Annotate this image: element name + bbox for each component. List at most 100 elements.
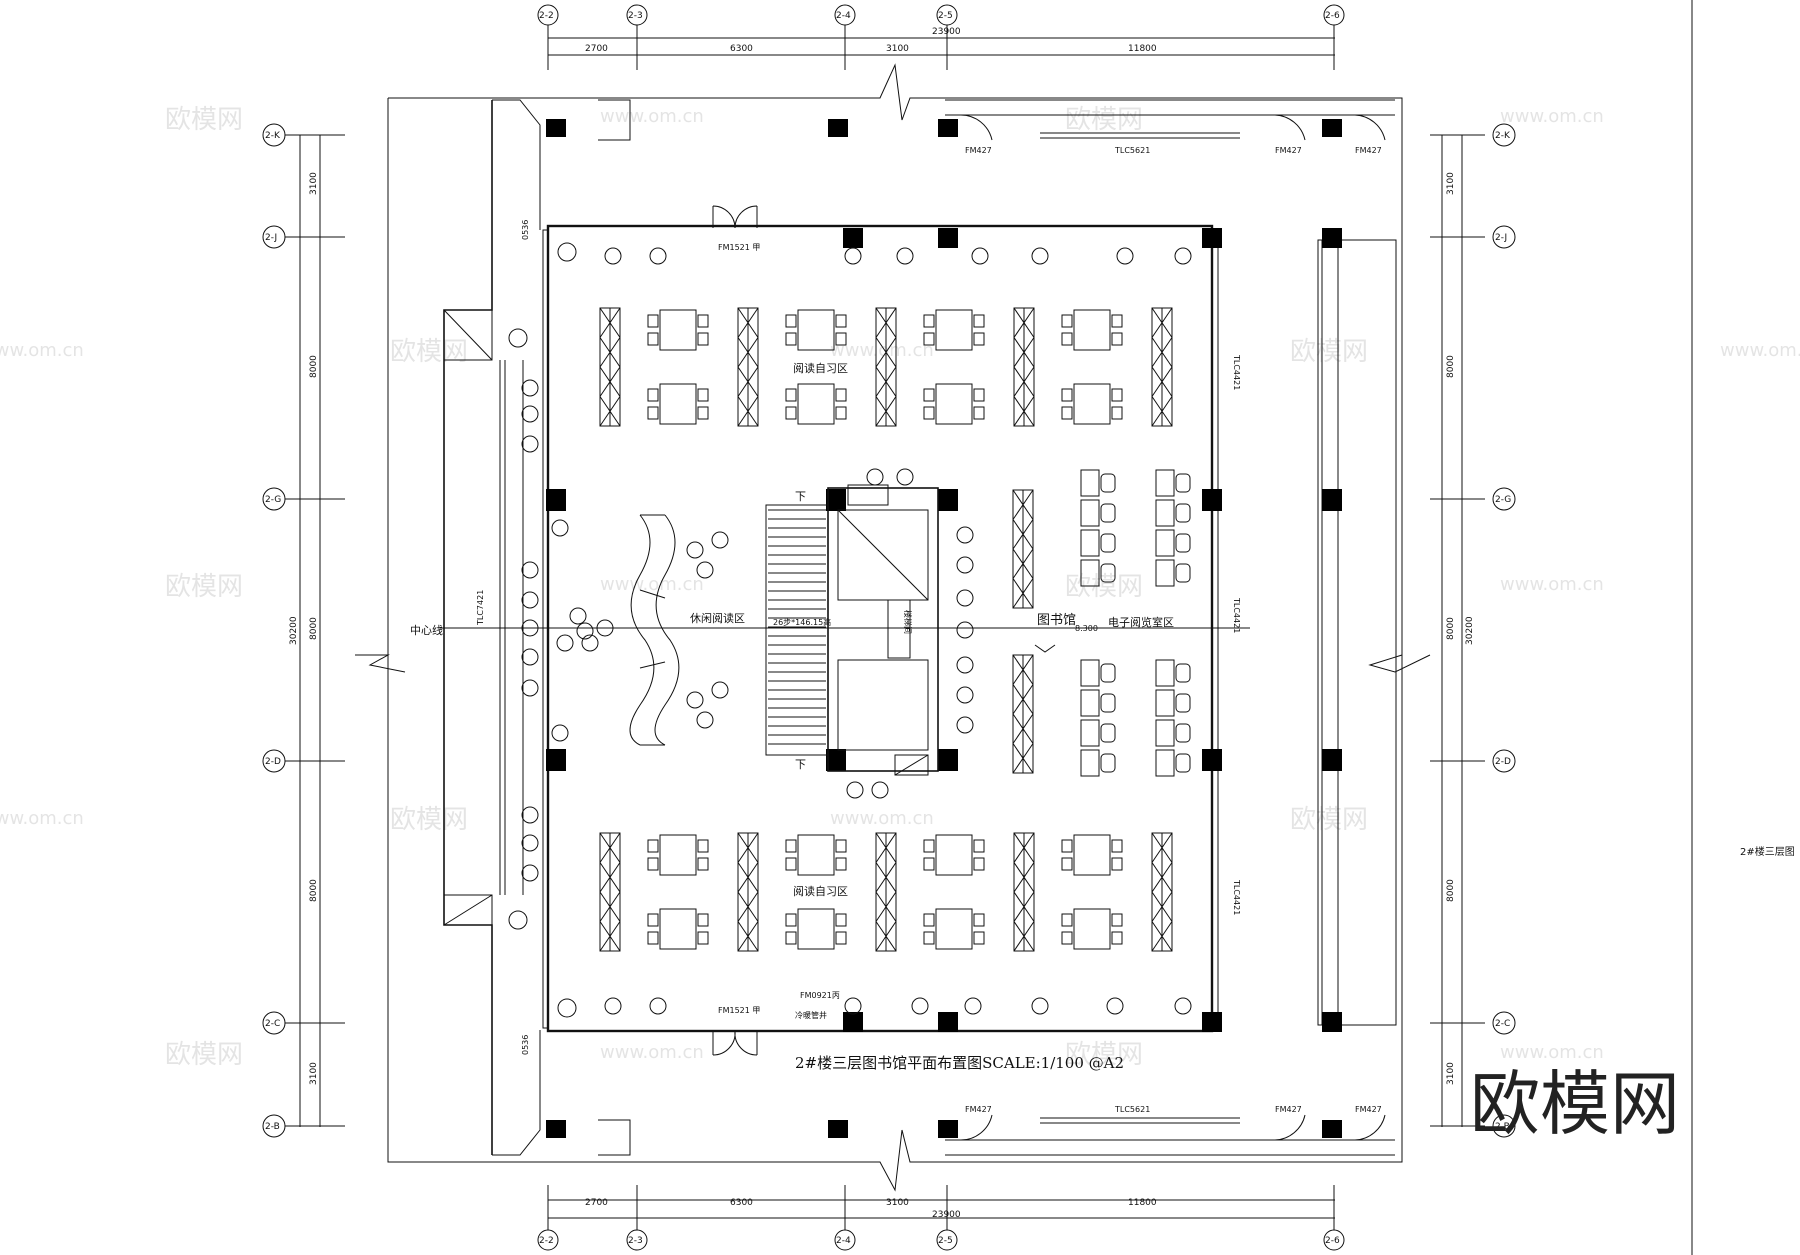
- chair: [866, 468, 884, 486]
- side-title: 2#楼三层图: [1740, 845, 1795, 858]
- computer-station: [1080, 469, 1116, 497]
- grid-axis-label: 2-3: [628, 11, 643, 21]
- computer-station: [1155, 469, 1191, 497]
- grid-axis-label: 2-J: [265, 233, 277, 243]
- chair: [923, 857, 935, 871]
- grid-axis-label: 2-D: [265, 757, 281, 767]
- dim-right-total: 30200: [1465, 616, 1475, 645]
- watermark-url: www.om.cn: [1500, 106, 1604, 127]
- chair: [696, 711, 714, 729]
- bookshelf: [1012, 654, 1034, 774]
- chair: [973, 406, 985, 420]
- chair: [1061, 931, 1073, 945]
- grid-axis-label: 2-J: [1495, 233, 1507, 243]
- computer-station: [1080, 559, 1116, 587]
- chair: [686, 541, 704, 559]
- side-table: [576, 622, 594, 640]
- chair: [923, 931, 935, 945]
- dim-top-1: 2700: [585, 44, 608, 54]
- door-tag: FM1521 甲: [718, 1006, 760, 1015]
- chair: [649, 247, 667, 265]
- chair: [973, 332, 985, 346]
- grid-axis-label: 2-G: [265, 495, 281, 505]
- chair: [521, 379, 539, 397]
- chair: [697, 314, 709, 328]
- dim-left-1: 3100: [309, 172, 319, 195]
- dim-right-2: 8000: [1446, 355, 1456, 378]
- perimeter-chairs: [521, 247, 1192, 1015]
- chair: [956, 526, 974, 544]
- chair: [973, 388, 985, 402]
- computer-station: [1155, 529, 1191, 557]
- door-tag: FM427: [1275, 146, 1302, 155]
- chair: [956, 686, 974, 704]
- study-table: [923, 834, 985, 876]
- dim-top-3: 3100: [886, 44, 909, 54]
- study-table: [647, 908, 709, 950]
- study-table: [923, 309, 985, 351]
- chair: [1111, 314, 1123, 328]
- reading-area-north: [599, 307, 1173, 427]
- grid-axis-label: 2-G: [1495, 495, 1511, 505]
- chair: [911, 997, 929, 1015]
- study-table: [647, 834, 709, 876]
- grid-axis-label: 2-2: [539, 1236, 554, 1246]
- chair: [835, 839, 847, 853]
- chair: [1061, 314, 1073, 328]
- chair: [647, 913, 659, 927]
- watermark-url: www.om.cn: [0, 808, 84, 829]
- study-table: [785, 908, 847, 950]
- bookshelf: [1151, 307, 1173, 427]
- chair: [711, 681, 729, 699]
- chair: [956, 621, 974, 639]
- bookshelf: [1012, 489, 1034, 609]
- watermark-url: www.om.cn: [0, 340, 84, 361]
- study-table: [785, 383, 847, 425]
- chair: [1111, 857, 1123, 871]
- computer-station: [1080, 499, 1116, 527]
- grid-axis-label: 2-K: [265, 131, 281, 141]
- chair: [844, 247, 862, 265]
- computer-station: [1155, 559, 1191, 587]
- chair: [1175, 693, 1191, 713]
- computer-station: [1080, 719, 1116, 747]
- chair: [835, 931, 847, 945]
- chair: [1111, 931, 1123, 945]
- chair: [956, 556, 974, 574]
- stair-down-north: 下: [795, 490, 806, 503]
- chair: [835, 406, 847, 420]
- shaft-label: 冷暖管井: [795, 1010, 827, 1020]
- stair-steps-label: 26步*146.15高: [773, 617, 831, 627]
- chair: [1061, 857, 1073, 871]
- chair: [923, 839, 935, 853]
- chair: [521, 561, 539, 579]
- chair: [785, 406, 797, 420]
- bookshelf: [875, 832, 897, 952]
- chair: [1174, 247, 1192, 265]
- chair: [973, 913, 985, 927]
- dim-right-1: 3100: [1446, 172, 1456, 195]
- grid-axis-label: 2-5: [938, 1236, 953, 1246]
- window-tag: TLC7421: [476, 590, 485, 626]
- watermark-text: 欧模网: [1065, 572, 1143, 602]
- watermark-url: www.om.cn: [600, 106, 704, 127]
- grid-axis-label: 2-4: [836, 1236, 851, 1246]
- computer-station: [1080, 689, 1116, 717]
- computer-station: [1155, 689, 1191, 717]
- chair: [835, 857, 847, 871]
- bookshelf: [1013, 832, 1035, 952]
- chair: [521, 405, 539, 423]
- bookshelf: [599, 307, 621, 427]
- watermark-text: 欧模网: [1065, 105, 1143, 135]
- window-tag: TLC4421: [1232, 354, 1241, 390]
- dim-left-5: 3100: [309, 1062, 319, 1085]
- chair: [956, 589, 974, 607]
- watermark-url: www.om.cn: [1500, 574, 1604, 595]
- bookshelf: [1013, 307, 1035, 427]
- study-table: [1061, 309, 1123, 351]
- bookshelf: [737, 307, 759, 427]
- window-tag: TLC4421: [1232, 879, 1241, 915]
- chair: [604, 997, 622, 1015]
- chair: [871, 781, 889, 799]
- door-tag: FM0921丙: [800, 991, 840, 1000]
